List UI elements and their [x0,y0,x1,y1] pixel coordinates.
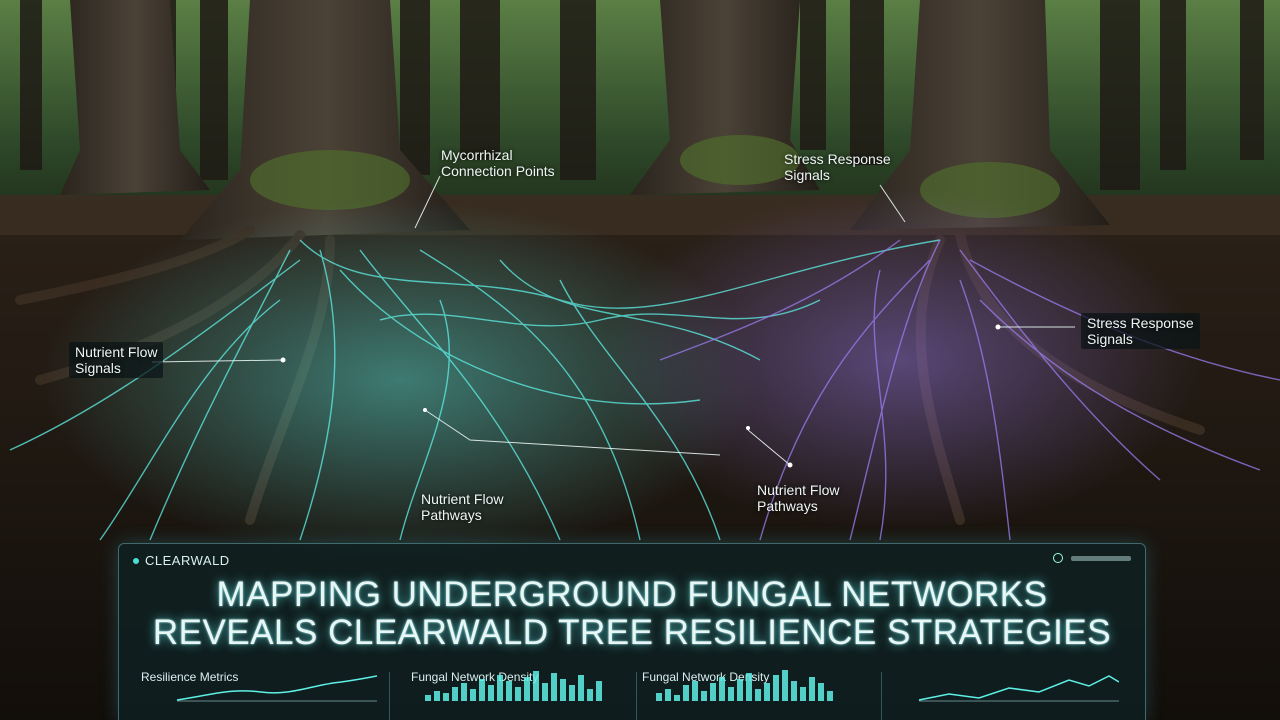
headline-line: MAPPING UNDERGROUND FUNGAL NETWORKS [216,575,1048,614]
annotation-pathways-right: Nutrient Flow Pathways [757,482,839,514]
decorative-bar [737,679,743,701]
divider [636,672,637,720]
decorative-bar [683,685,689,701]
annotation-line: Pathways [757,498,818,514]
annotation-pathways-left: Nutrient Flow Pathways [421,491,503,523]
widget-density-2: Fungal Network Density [642,670,872,720]
annotation-line: Signals [75,360,121,376]
decorative-bar [488,685,494,701]
decorative-bar [755,689,761,701]
annotation-nutrient-signals: Nutrient Flow Signals [69,342,164,378]
decorative-bar [578,675,584,701]
decorative-bar [773,675,779,701]
decorative-bar [434,691,440,701]
decorative-bar [656,693,662,701]
decorative-bar [719,677,725,701]
widget-title: Resilience Metrics [141,670,239,684]
decorative-bar [515,687,521,701]
decorative-bar [728,687,734,701]
annotation-line: Pathways [421,507,482,523]
divider [881,672,882,720]
decorative-bar [782,670,788,701]
info-panel: CLEARWALD MAPPING UNDERGROUND FUNGAL NET… [118,543,1146,720]
widget-trend [889,670,1119,720]
decorative-bar [746,673,752,701]
decorative-bar [800,687,806,701]
decorative-bar [470,689,476,701]
headline: MAPPING UNDERGROUND FUNGAL NETWORKS REVE… [119,576,1145,652]
annotation-stress-top: Stress Response Signals [784,151,891,183]
annotation-line: Signals [784,167,830,183]
decorative-bar [506,681,512,701]
decorative-bar [452,687,458,701]
decorative-bar [674,695,680,701]
decorative-bar [1071,555,1131,561]
headline-line: REVEALS CLEARWALD TREE RESILIENCE STRATE… [152,613,1112,652]
annotation-line: Mycorrhizal [441,147,513,163]
annotation-stress-right: Stress Response Signals [1081,313,1200,349]
panel-header-controls [1053,553,1131,563]
status-dot-icon [133,557,139,564]
annotation-line: Signals [1087,331,1133,347]
widget-resilience: Resilience Metrics [141,670,377,720]
decorative-bar [809,677,815,701]
decorative-bar [818,683,824,701]
decorative-bar [560,679,566,701]
widget-title: Fungal Network Density [411,670,539,684]
decorative-bar [587,689,593,701]
widget-density-1: Fungal Network Density [411,670,623,720]
annotation-line: Connection Points [441,163,555,179]
decorative-bar [425,695,431,701]
decorative-bar [461,683,467,701]
decorative-bar [764,683,770,701]
decorative-bar [524,677,530,701]
decorative-bar [596,681,602,701]
decorative-bar [701,691,707,701]
annotation-line: Nutrient Flow [421,491,504,507]
resilience-sparkline [176,675,377,702]
decorative-bar [827,691,833,701]
density-bar-chart-2 [656,670,833,701]
decorative-bar [497,675,503,701]
sparkline-path [176,675,377,701]
annotation-mycorrhizal: Mycorrhizal Connection Points [441,147,555,179]
trend-sparkline [918,675,1119,702]
decorative-bar [569,685,575,701]
divider [389,672,390,720]
decorative-bar [791,681,797,701]
density-bar-chart-1 [425,671,602,701]
circle-icon [1053,553,1063,563]
annotation-line: Stress Response [1087,315,1194,331]
decorative-bar [692,681,698,701]
brand-name: CLEARWALD [145,553,230,568]
decorative-bar [533,671,539,701]
annotation-line: Nutrient Flow [757,482,840,498]
annotation-line: Stress Response [784,151,891,167]
decorative-bar [443,693,449,701]
brand: CLEARWALD [133,553,230,568]
annotation-line: Nutrient Flow [75,344,158,360]
sparkline-path [918,675,1119,701]
decorative-bar [710,683,716,701]
decorative-bar [665,689,671,701]
decorative-bar [542,683,548,701]
decorative-bar [479,679,485,701]
decorative-bar [551,673,557,701]
